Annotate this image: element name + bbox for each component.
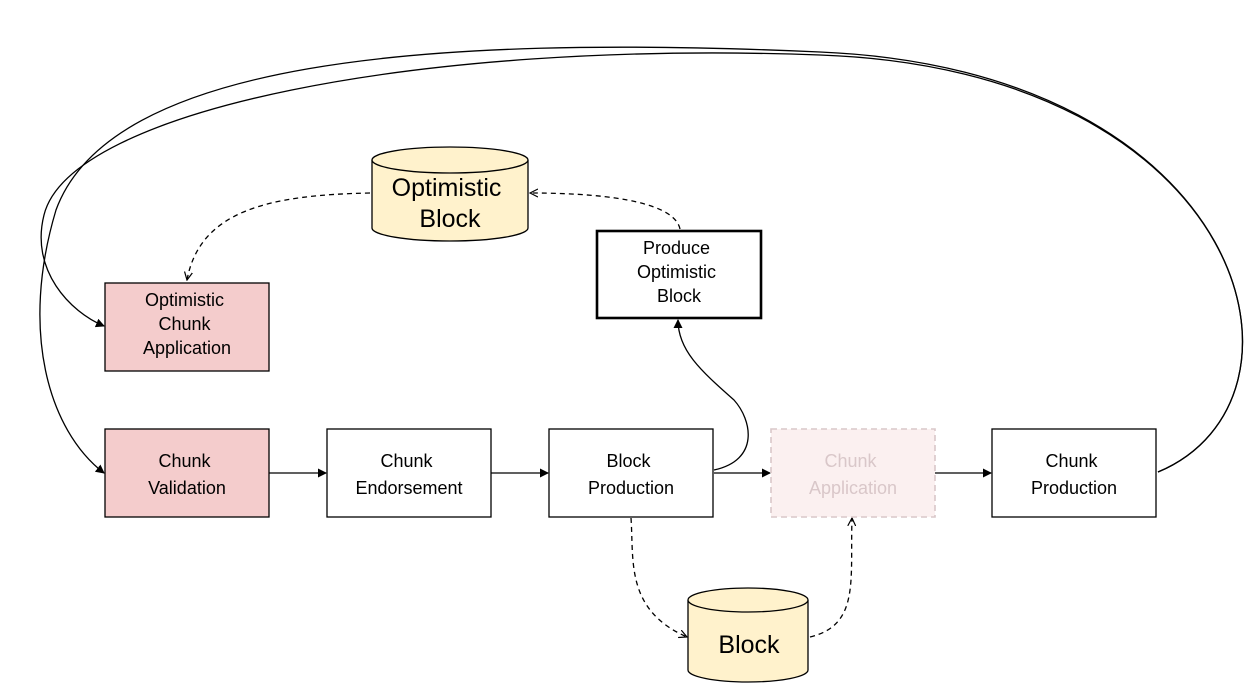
- edge-chunk-production-to-optimistic-chunk-application: [40, 52, 1244, 473]
- node-box: [595, 229, 763, 320]
- node-box: [548, 428, 714, 518]
- edges: [39, 46, 1244, 638]
- node-label-line: Chunk: [158, 451, 211, 471]
- node-label-line: Chunk: [824, 451, 877, 471]
- node-chunk-production: Chunk Production: [991, 428, 1157, 518]
- storage-label-line: Optimistic: [392, 174, 502, 202]
- storage-label-line: Block: [419, 205, 481, 233]
- node-label-line: Chunk: [1045, 451, 1098, 471]
- cylinder-top: [371, 146, 529, 174]
- node-label-line: Validation: [148, 478, 226, 498]
- node-chunk-validation: Chunk Validation: [104, 428, 270, 518]
- node-block-production: Block Production: [548, 428, 714, 518]
- svg-text:Block Production: Block Production: [588, 451, 674, 498]
- edge-produce-optimistic-block-to-optimistic-block-storage: [530, 193, 681, 230]
- node-produce-optimistic-block: Produce Optimistic Block: [595, 229, 763, 320]
- node-box: [104, 428, 270, 518]
- node-box: [326, 428, 492, 518]
- svg-text:Optimistic Block: Optimistic Block: [392, 174, 509, 233]
- node-label-line: Block: [657, 286, 702, 306]
- node-chunk-application: Chunk Application: [770, 428, 936, 518]
- svg-text:Optimistic Chunk A: Optimistic Chunk Application: [143, 290, 231, 358]
- node-label-line: Produce: [643, 238, 710, 258]
- node-box: [104, 282, 270, 372]
- edge-block-production-to-block-storage: [630, 517, 687, 637]
- node-box: [991, 428, 1157, 518]
- storage-block: Block: [687, 587, 809, 683]
- storage-optimistic-block: Optimistic Block: [371, 146, 529, 242]
- svg-text:Produce Optimistic: Produce Optimistic Block: [637, 238, 721, 306]
- node-label-line: Block: [606, 451, 651, 471]
- svg-text:Chunk Validation: Chunk Validation: [148, 451, 226, 498]
- node-label-line: Production: [1031, 478, 1117, 498]
- node-label-line: Application: [143, 338, 231, 358]
- node-label-line: Optimistic: [145, 290, 224, 310]
- node-label-line: Chunk: [158, 314, 211, 334]
- edge-block-storage-to-chunk-application: [809, 518, 852, 638]
- svg-text:Block: Block: [718, 631, 780, 659]
- node-label-line: Production: [588, 478, 674, 498]
- cylinder-body: [371, 160, 529, 242]
- cylinder-top: [687, 587, 809, 613]
- cylinder-body: [687, 600, 809, 683]
- node-chunk-endorsement: Chunk Endorsement: [326, 428, 492, 518]
- storage-label-line: Block: [718, 631, 780, 659]
- node-label-line: Optimistic: [637, 262, 716, 282]
- node-label-line: Endorsement: [355, 478, 462, 498]
- svg-text:Chunk Application: Chunk Application: [809, 451, 897, 498]
- node-box: [770, 428, 936, 518]
- edge-optimistic-block-storage-to-optimistic-chunk-application: [187, 192, 371, 280]
- svg-text:Chunk Endorsement: Chunk Endorsement: [355, 451, 462, 498]
- edge-block-production-to-produce-optimistic-block: [673, 319, 749, 471]
- node-label-line: Chunk: [380, 451, 433, 471]
- node-optimistic-chunk-application: Optimistic Chunk Application: [104, 282, 270, 372]
- svg-text:Chunk Production: Chunk Production: [1031, 451, 1117, 498]
- node-label-line: Application: [809, 478, 897, 498]
